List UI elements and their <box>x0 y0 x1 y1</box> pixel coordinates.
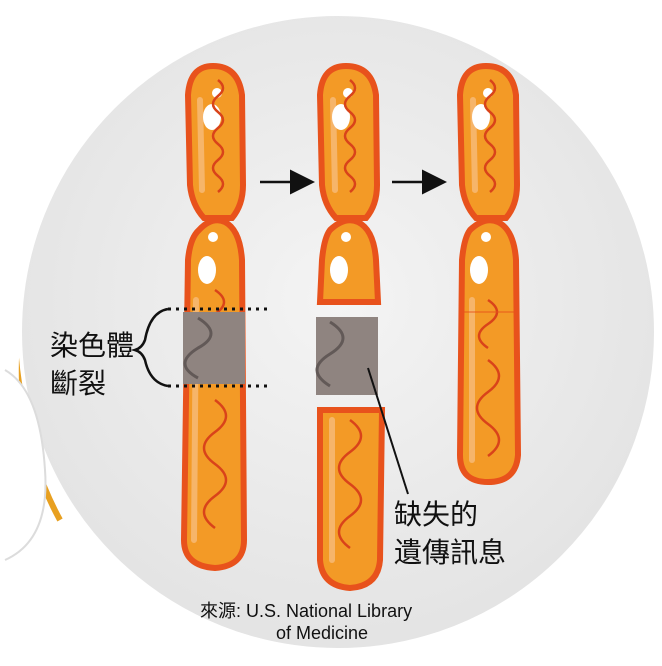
chromosome-original <box>168 62 272 572</box>
chromosome-broken <box>315 62 386 592</box>
source-caption-line1: 來源: U.S. National Library <box>200 601 412 621</box>
pointer-line <box>367 367 409 495</box>
source-caption-line2: of Medicine <box>276 623 368 643</box>
chromosome-break-label-line2: 斷裂 <box>50 367 106 400</box>
chromosome-result <box>456 62 522 486</box>
missing-info-label-line1: 缺失的 <box>394 498 478 531</box>
missing-info-label-line2: 遺傳訊息 <box>394 536 506 569</box>
label-brace <box>130 307 169 388</box>
chromosome-break-label-line1: 染色體 <box>50 329 134 362</box>
break-region <box>183 312 245 384</box>
